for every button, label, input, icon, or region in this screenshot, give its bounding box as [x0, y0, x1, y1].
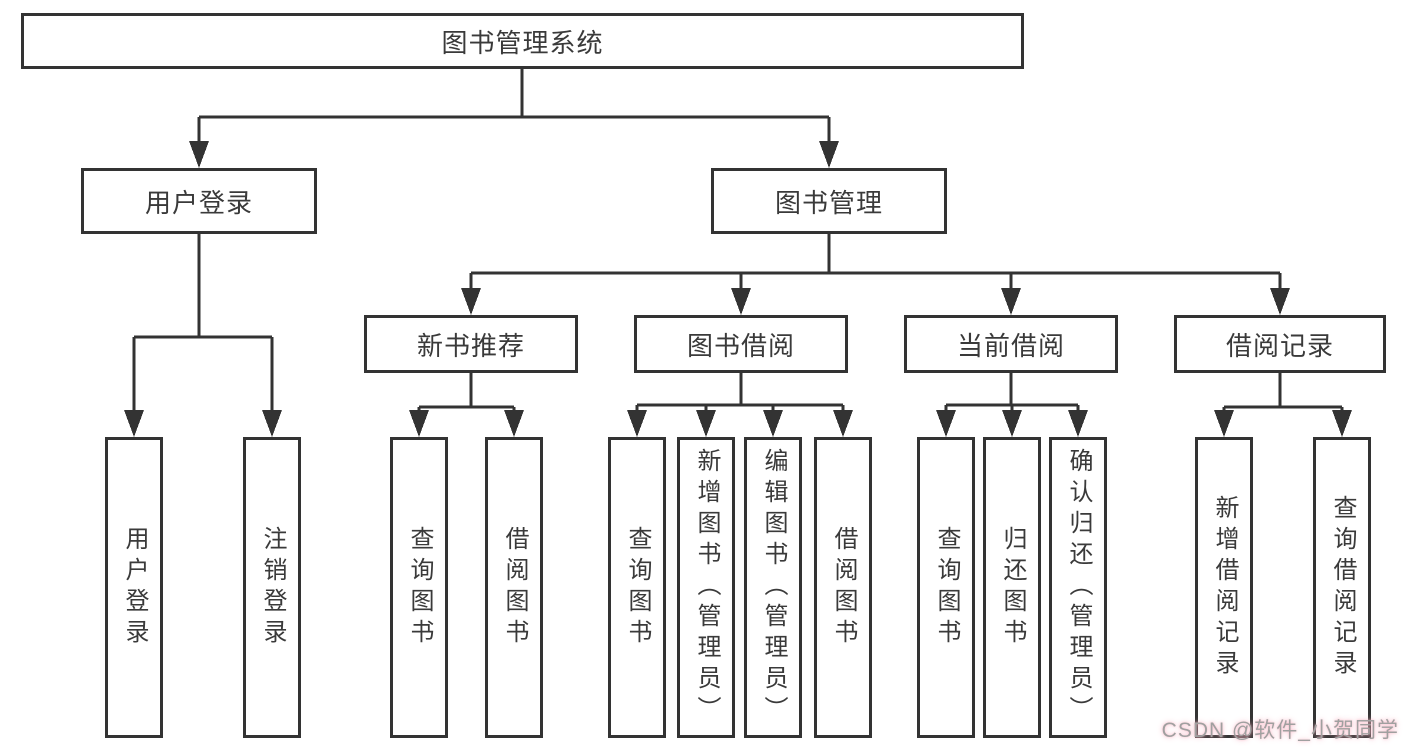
leaf-label: 新增图书（管理员）	[693, 448, 720, 727]
leaf-label: 注销登录	[259, 525, 286, 650]
arrowhead-down-icon	[696, 410, 716, 437]
arrowhead-down-icon	[731, 288, 751, 315]
connector-group-user-login	[124, 234, 282, 437]
watermark: CSDN @软件_小贺同学	[1161, 719, 1399, 742]
connector-group-book-borrowing	[627, 373, 853, 437]
node-label: 图书管理系统	[441, 27, 604, 58]
arrowhead-down-icon	[504, 410, 524, 437]
leaf-query-books-newbook: 查询图书	[390, 437, 448, 738]
leaf-query-borrow-record: 查询借阅记录	[1313, 437, 1371, 738]
node-label: 新书推荐	[416, 330, 525, 361]
leaf-label: 查询图书	[406, 525, 433, 650]
leaf-label: 借阅图书	[830, 525, 857, 650]
leaf-borrow-books-borrowing: 借阅图书	[814, 437, 872, 738]
node-label: 用户登录	[144, 187, 253, 218]
node-library-management-system: 图书管理系统	[21, 13, 1024, 69]
arrowhead-down-icon	[189, 141, 209, 168]
leaf-label: 查询借阅记录	[1329, 494, 1356, 681]
node-label: 图书借阅	[686, 330, 795, 361]
arrowhead-down-icon	[1270, 288, 1290, 315]
connector-group-new-book	[409, 373, 524, 437]
node-label: 图书管理	[774, 187, 883, 218]
arrowhead-down-icon	[627, 410, 647, 437]
leaf-query-books-borrowing: 查询图书	[608, 437, 666, 738]
leaf-add-borrow-record: 新增借阅记录	[1195, 437, 1253, 738]
leaf-add-books-admin: 新增图书（管理员）	[677, 437, 735, 738]
connector-group-current-borrowing	[936, 373, 1088, 437]
arrowhead-down-icon	[124, 410, 144, 437]
arrowhead-down-icon	[409, 410, 429, 437]
connector-group-borrowing-records	[1214, 373, 1352, 437]
leaf-return-books: 归还图书	[983, 437, 1041, 738]
leaf-label: 查询图书	[624, 525, 651, 650]
arrowhead-down-icon	[1332, 410, 1352, 437]
arrowhead-down-icon	[1002, 410, 1022, 437]
arrowhead-down-icon	[461, 288, 481, 315]
node-label: 当前借阅	[956, 330, 1065, 361]
leaf-label: 借阅图书	[501, 525, 528, 650]
leaf-confirm-return-admin: 确认归还（管理员）	[1049, 437, 1107, 738]
node-current-borrowing: 当前借阅	[904, 315, 1118, 373]
node-borrowing-records: 借阅记录	[1174, 315, 1386, 373]
leaf-borrow-books-newbook: 借阅图书	[485, 437, 543, 738]
leaf-query-books-current: 查询图书	[917, 437, 975, 738]
leaf-label: 归还图书	[999, 525, 1026, 650]
node-book-management: 图书管理	[711, 168, 947, 234]
leaf-label: 新增借阅记录	[1211, 494, 1238, 681]
connector-group-root	[189, 69, 839, 168]
arrowhead-down-icon	[1001, 288, 1021, 315]
node-user-login: 用户登录	[81, 168, 317, 234]
leaf-label: 用户登录	[121, 525, 148, 650]
leaf-edit-books-admin: 编辑图书（管理员）	[744, 437, 802, 738]
node-label: 借阅记录	[1225, 330, 1334, 361]
arrowhead-down-icon	[819, 141, 839, 168]
connector-group-book-management	[461, 234, 1290, 315]
node-new-book-recommendation: 新书推荐	[364, 315, 578, 373]
leaf-user-login: 用户登录	[105, 437, 163, 738]
leaf-label: 编辑图书（管理员）	[760, 448, 787, 727]
arrowhead-down-icon	[833, 410, 853, 437]
arrowhead-down-icon	[1068, 410, 1088, 437]
node-book-borrowing: 图书借阅	[634, 315, 848, 373]
leaf-label: 查询图书	[933, 525, 960, 650]
leaf-logout: 注销登录	[243, 437, 301, 738]
arrowhead-down-icon	[763, 410, 783, 437]
leaf-label: 确认归还（管理员）	[1065, 448, 1092, 727]
arrowhead-down-icon	[1214, 410, 1234, 437]
arrowhead-down-icon	[262, 410, 282, 437]
arrowhead-down-icon	[936, 410, 956, 437]
